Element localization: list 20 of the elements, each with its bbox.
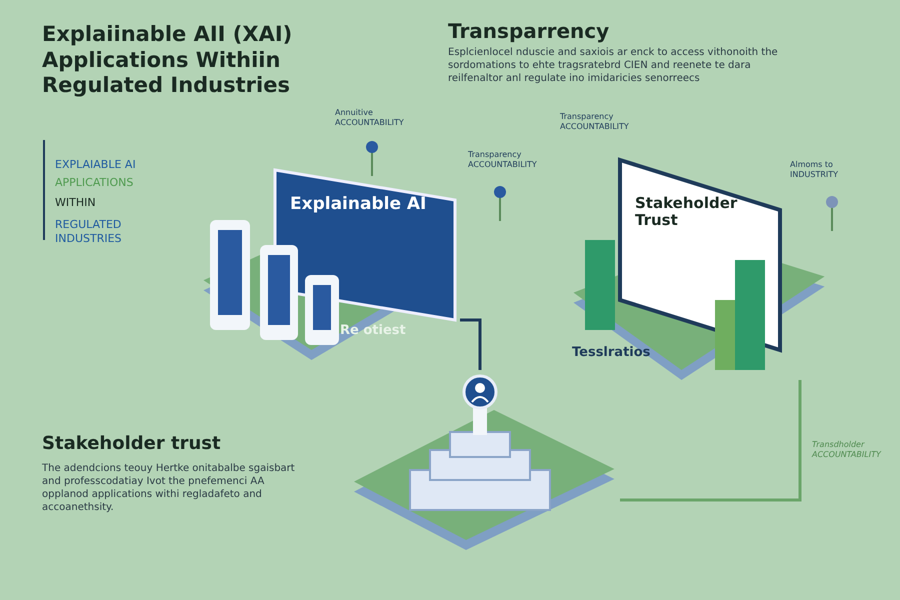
paragraph: Esplcienlocel nduscie and saxiois ar enck to access vithonoith the sordomations to ehte tragsratebrd CIEN and reenete te dara reilfenaltor anl regulate ino imidaricies senorreecs <box>448 46 779 85</box>
paragraph: The adendcions teouy Hertke onitabalbe sgaisbart and professcodatiay Ivot the pnefemenci AA opplanod applications withi regladafeto and accoanethsity. <box>42 462 296 514</box>
connector-line <box>460 318 482 370</box>
screen-heading: Stakeholder Trust <box>635 195 738 230</box>
callout-label: Annuitive ACCOUNTABILITY <box>335 108 405 129</box>
callout-label: Transdholder ACCOUNTABILITY <box>812 440 882 461</box>
callout-label: Transparency ACCOUNTABILITY <box>468 150 538 171</box>
sidebar-text: EXPLAIABLE AI <box>55 158 137 172</box>
sidebar-text: APPLICATIONS <box>55 176 134 190</box>
section-heading: Transparrency <box>448 18 610 44</box>
section-heading: Stakeholder trust <box>42 432 222 456</box>
connector-line <box>620 380 802 502</box>
callout-label: Almoms to INDUSTRITY <box>790 160 840 181</box>
platform-text: Tesslratios <box>572 346 652 361</box>
sidebar-text: WITHIN <box>55 196 97 210</box>
callout-label: Transparency ACCOUNTABILITY <box>560 112 630 133</box>
sidebar-text: REGULATED INDUSTRIES <box>55 218 123 247</box>
platform-text: Re otiest <box>340 324 407 339</box>
screen-heading: Explainable AI <box>290 195 428 215</box>
title: Explaiinable AII (XAI) Applications Withiin Regulated Industries <box>42 22 294 99</box>
